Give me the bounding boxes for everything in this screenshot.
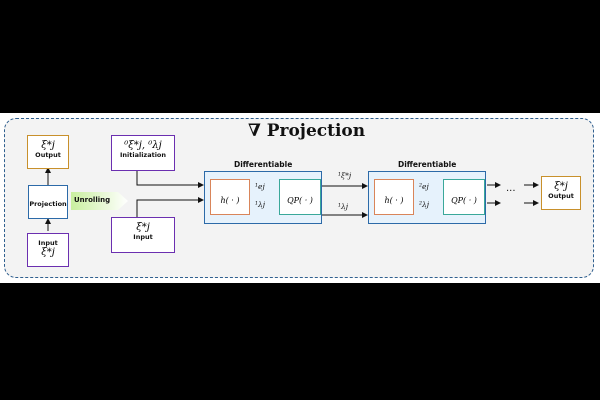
block2-h: h( · ) bbox=[384, 196, 404, 205]
arrow-init-to-block1 bbox=[136, 171, 204, 188]
block2-qp: QP( · ) bbox=[451, 196, 477, 205]
initialization-box: ⁰ξ*j, ⁰λj Initialization bbox=[111, 135, 175, 171]
left-input-label: Input bbox=[38, 239, 58, 247]
unrolling-label: Unrolling bbox=[74, 196, 111, 204]
left-output-label: Output bbox=[35, 151, 61, 159]
projection-label: Projection bbox=[29, 200, 67, 208]
block1-h-box: h( · ) bbox=[210, 179, 250, 215]
block2-qp-box: QP( · ) bbox=[443, 179, 485, 215]
ellipsis: ··· bbox=[506, 186, 516, 197]
init-label: Initialization bbox=[119, 151, 167, 159]
left-input-symbol: ξ*j bbox=[41, 247, 55, 258]
left-input-box: Input ξ*j bbox=[27, 233, 69, 267]
left-output-box: ξ*j Output bbox=[27, 135, 69, 169]
block2-h-box: h( · ) bbox=[374, 179, 414, 215]
projection-box: Projection bbox=[28, 185, 68, 219]
block1-qp-box: QP( · ) bbox=[279, 179, 321, 215]
between-xi: ¹ξ*j bbox=[338, 171, 352, 180]
left-output-symbol: ξ*j bbox=[41, 140, 55, 151]
final-output-symbol: ξ*j bbox=[554, 181, 568, 192]
block1-lambda: ¹λj bbox=[255, 200, 266, 209]
block1-e: ¹ej bbox=[255, 182, 265, 191]
input-label: Input bbox=[133, 233, 153, 241]
diagram-title: ∇ Projection bbox=[248, 121, 366, 141]
diagram-canvas: ∇ Projection bbox=[0, 113, 600, 283]
block1-h: h( · ) bbox=[220, 196, 240, 205]
block2-e: ²ej bbox=[419, 182, 429, 191]
block1: h( · ) QP( · ) bbox=[204, 171, 322, 224]
block1-label: Differentiable bbox=[234, 160, 293, 169]
between-lambda: ¹λj bbox=[338, 202, 349, 211]
input-box: ξ*j Input bbox=[111, 217, 175, 253]
final-output-label: Output bbox=[548, 192, 574, 200]
final-output-box: ξ*j Output bbox=[541, 176, 581, 210]
init-symbol: ⁰ξ*j, ⁰λj bbox=[124, 140, 162, 151]
block1-qp: QP( · ) bbox=[287, 196, 313, 205]
unrolling-arrow bbox=[71, 192, 128, 210]
block2-label: Differentiable bbox=[398, 160, 457, 169]
input-symbol: ξ*j bbox=[136, 222, 150, 233]
arrow-input-to-block1 bbox=[136, 197, 204, 217]
block2: h( · ) QP( · ) bbox=[368, 171, 486, 224]
block2-lambda: ²λj bbox=[419, 200, 430, 209]
